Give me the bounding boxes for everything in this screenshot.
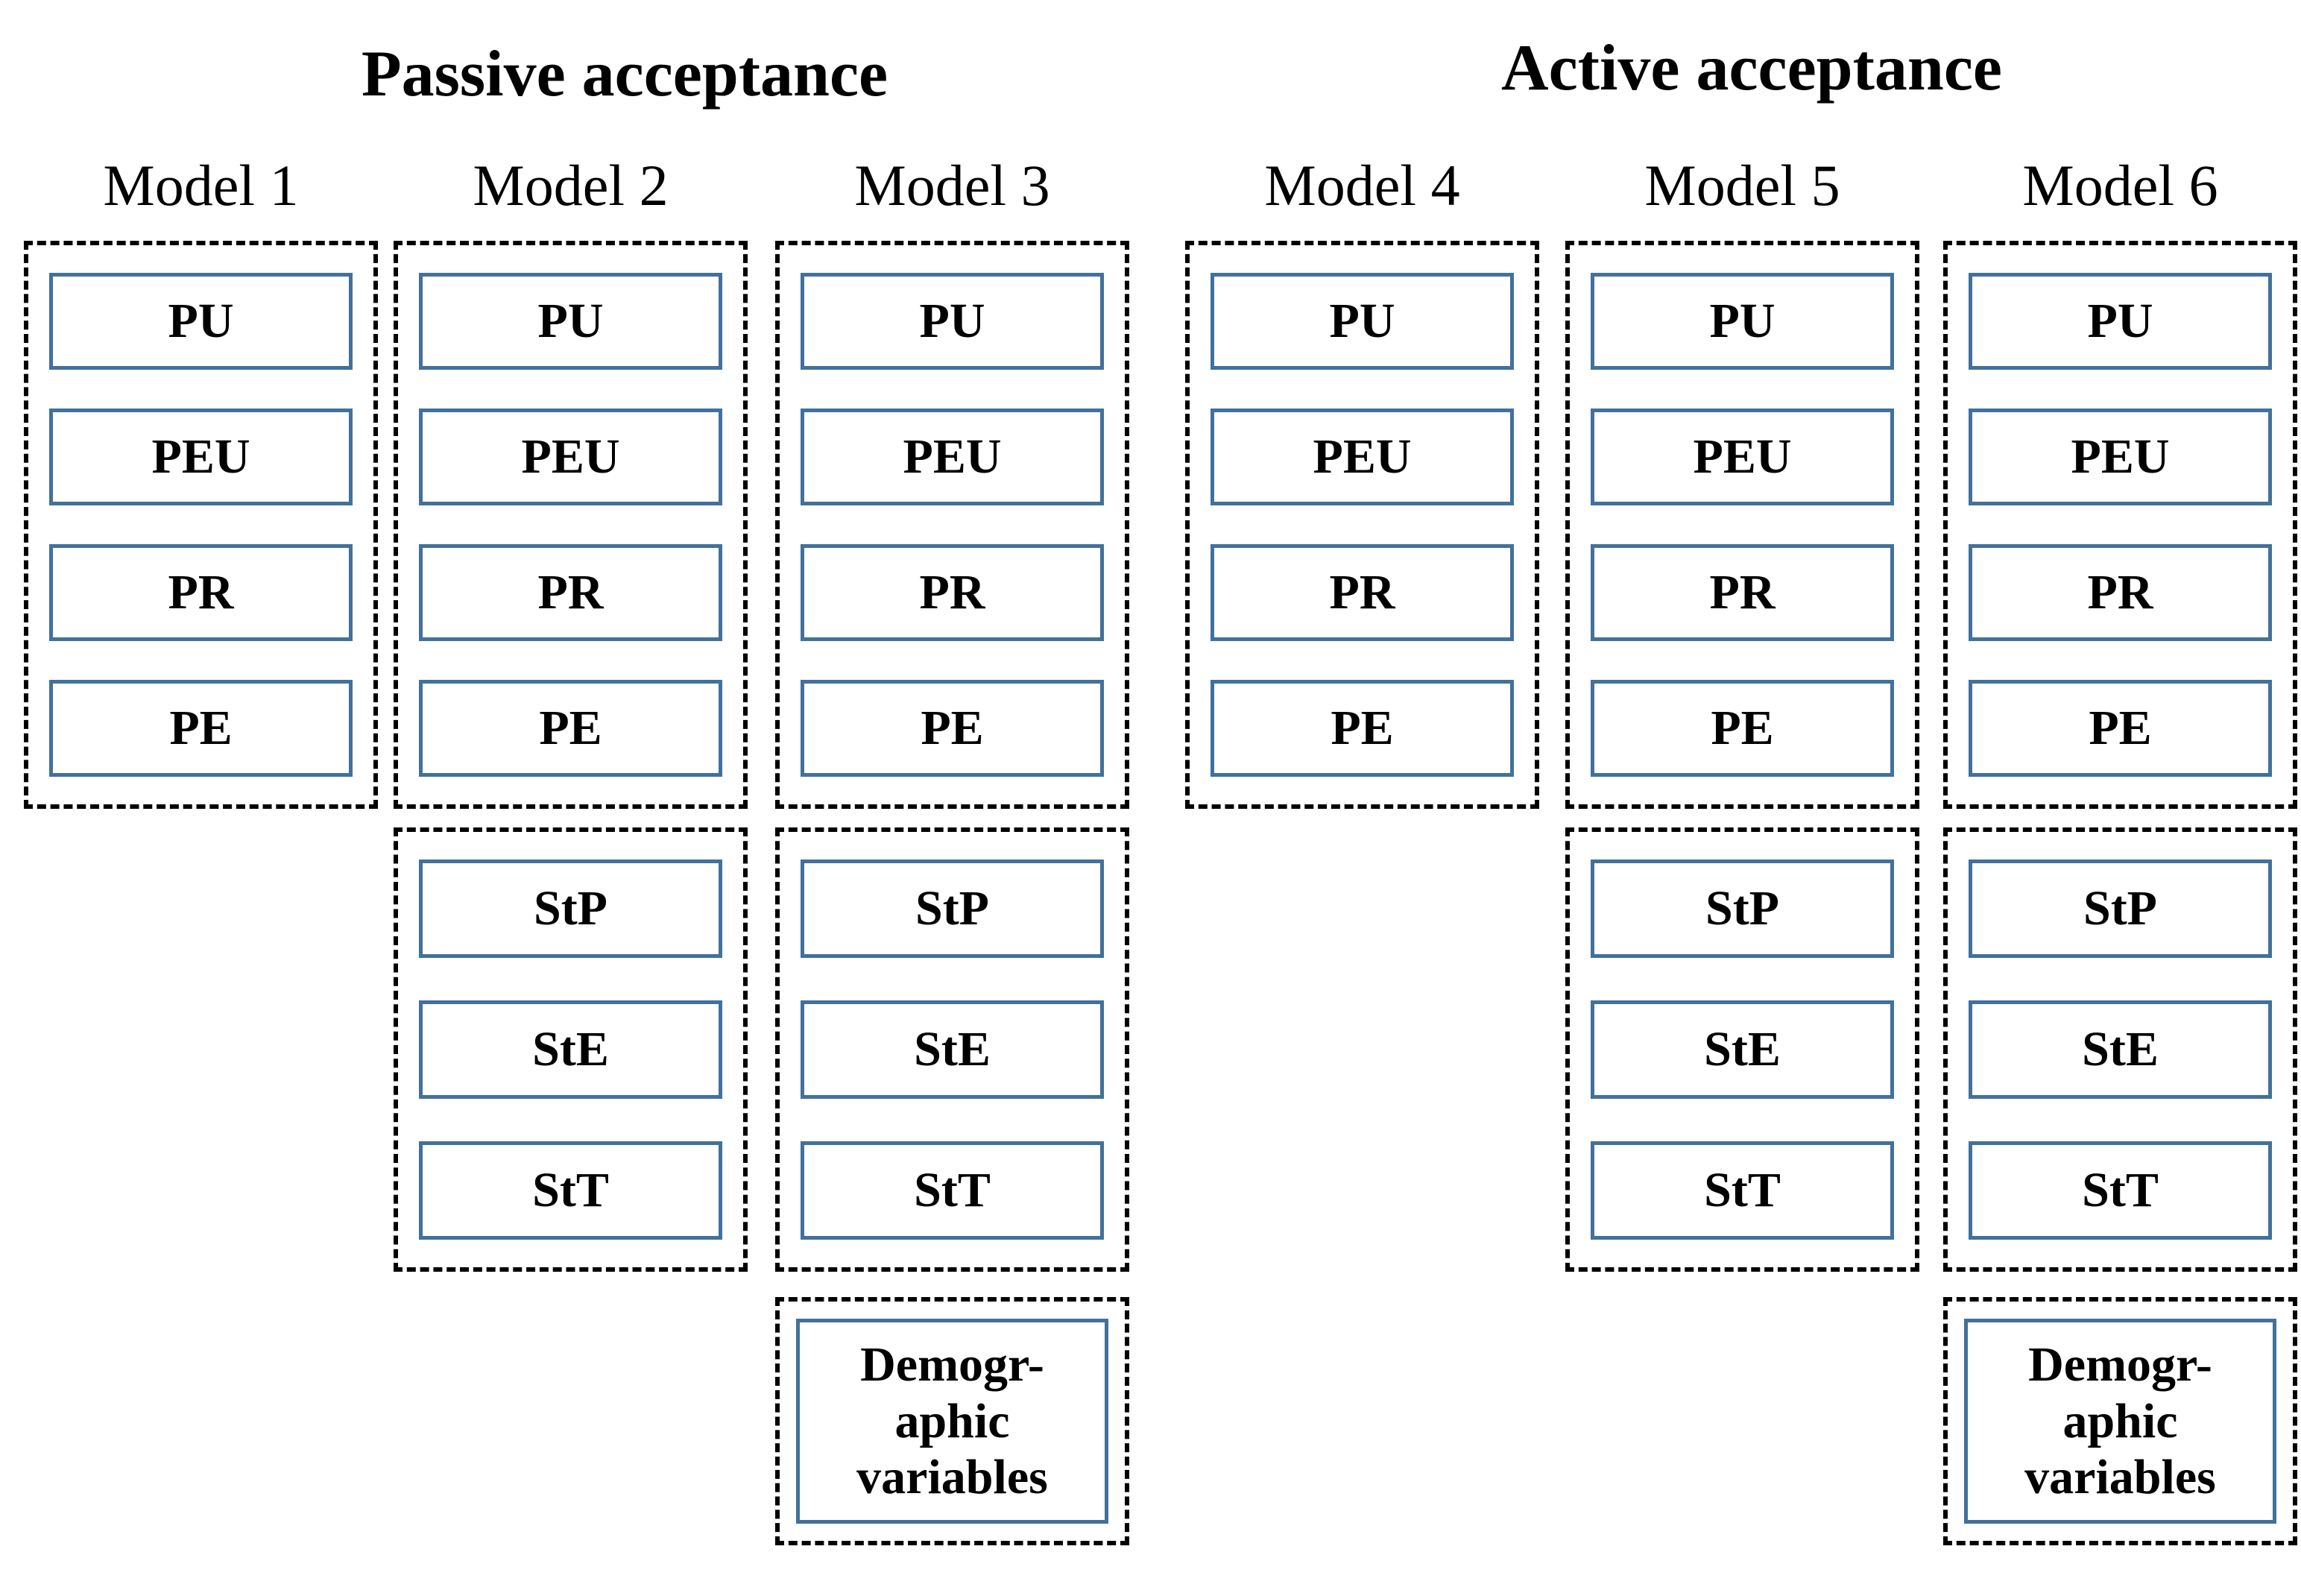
construct-box-pr: PR (419, 544, 722, 641)
construct-box-peu: PEU (1211, 409, 1514, 505)
construct-box-pe: PE (1591, 680, 1894, 777)
stress-constructs-group: StP StE StT (1565, 827, 1919, 1272)
construct-box-peu: PEU (1591, 409, 1894, 505)
model-label: Model 2 (473, 153, 669, 218)
construct-box-stp: StP (1969, 859, 2272, 958)
model-column-4: Model 4 PU PEU PR PE (1185, 0, 1539, 1596)
construct-box-pr: PR (1211, 544, 1514, 641)
demographic-variables-box: Demogr- aphic variables (1964, 1319, 2276, 1524)
stress-constructs-group: StP StE StT (775, 827, 1129, 1272)
construct-box-stp: StP (1591, 859, 1894, 958)
construct-box-pu: PU (49, 273, 353, 370)
model-label: Model 4 (1264, 153, 1460, 218)
construct-box-stt: StT (419, 1141, 722, 1240)
construct-box-pu: PU (801, 273, 1104, 370)
tam-constructs-group: PU PEU PR PE (24, 241, 378, 809)
model-label: Model 1 (103, 153, 299, 218)
construct-box-pu: PU (1211, 273, 1514, 370)
construct-box-pe: PE (801, 680, 1104, 777)
construct-box-peu: PEU (49, 409, 353, 505)
stress-constructs-group: StP StE StT (1943, 827, 2297, 1272)
tam-constructs-group: PU PEU PR PE (1565, 241, 1919, 809)
model-column-5: Model 5 PU PEU PR PE StP StE StT (1565, 0, 1919, 1596)
construct-box-ste: StE (801, 1000, 1104, 1099)
construct-box-pu: PU (1591, 273, 1894, 370)
construct-box-ste: StE (1969, 1000, 2272, 1099)
construct-box-ste: StE (419, 1000, 722, 1099)
construct-box-pr: PR (49, 544, 353, 641)
construct-box-pr: PR (1591, 544, 1894, 641)
model-column-1: Model 1 PU PEU PR PE (24, 0, 378, 1596)
model-column-3: Model 3 PU PEU PR PE StP StE StT Demogr-… (775, 0, 1129, 1596)
construct-box-stt: StT (1591, 1141, 1894, 1240)
construct-box-stt: StT (801, 1141, 1104, 1240)
construct-box-pe: PE (419, 680, 722, 777)
demographic-group: Demogr- aphic variables (1943, 1297, 2297, 1545)
construct-box-pu: PU (419, 273, 722, 370)
tam-constructs-group: PU PEU PR PE (1185, 241, 1539, 809)
construct-box-pu: PU (1969, 273, 2272, 370)
demographic-variables-box: Demogr- aphic variables (796, 1319, 1108, 1524)
stress-constructs-group: StP StE StT (394, 827, 748, 1272)
construct-box-ste: StE (1591, 1000, 1894, 1099)
model-label: Model 5 (1644, 153, 1840, 218)
construct-box-pr: PR (801, 544, 1104, 641)
section-title-active: Active acceptance (1501, 32, 2002, 104)
model-column-6: Model 6 PU PEU PR PE StP StE StT Demogr-… (1943, 0, 2297, 1596)
construct-box-pe: PE (1211, 680, 1514, 777)
construct-box-peu: PEU (801, 409, 1104, 505)
tam-constructs-group: PU PEU PR PE (1943, 241, 2297, 809)
tam-constructs-group: PU PEU PR PE (775, 241, 1129, 809)
model-column-2: Model 2 PU PEU PR PE StP StE StT (394, 0, 748, 1596)
construct-box-peu: PEU (419, 409, 722, 505)
tam-constructs-group: PU PEU PR PE (394, 241, 748, 809)
model-label: Model 6 (2022, 153, 2218, 218)
demographic-group: Demogr- aphic variables (775, 1297, 1129, 1545)
construct-box-pr: PR (1969, 544, 2272, 641)
construct-box-pe: PE (1969, 680, 2272, 777)
construct-box-peu: PEU (1969, 409, 2272, 505)
construct-box-pe: PE (49, 680, 353, 777)
model-label: Model 3 (854, 153, 1050, 218)
construct-box-stp: StP (419, 859, 722, 958)
section-title-passive: Passive acceptance (361, 38, 888, 110)
construct-box-stp: StP (801, 859, 1104, 958)
construct-box-stt: StT (1969, 1141, 2272, 1240)
